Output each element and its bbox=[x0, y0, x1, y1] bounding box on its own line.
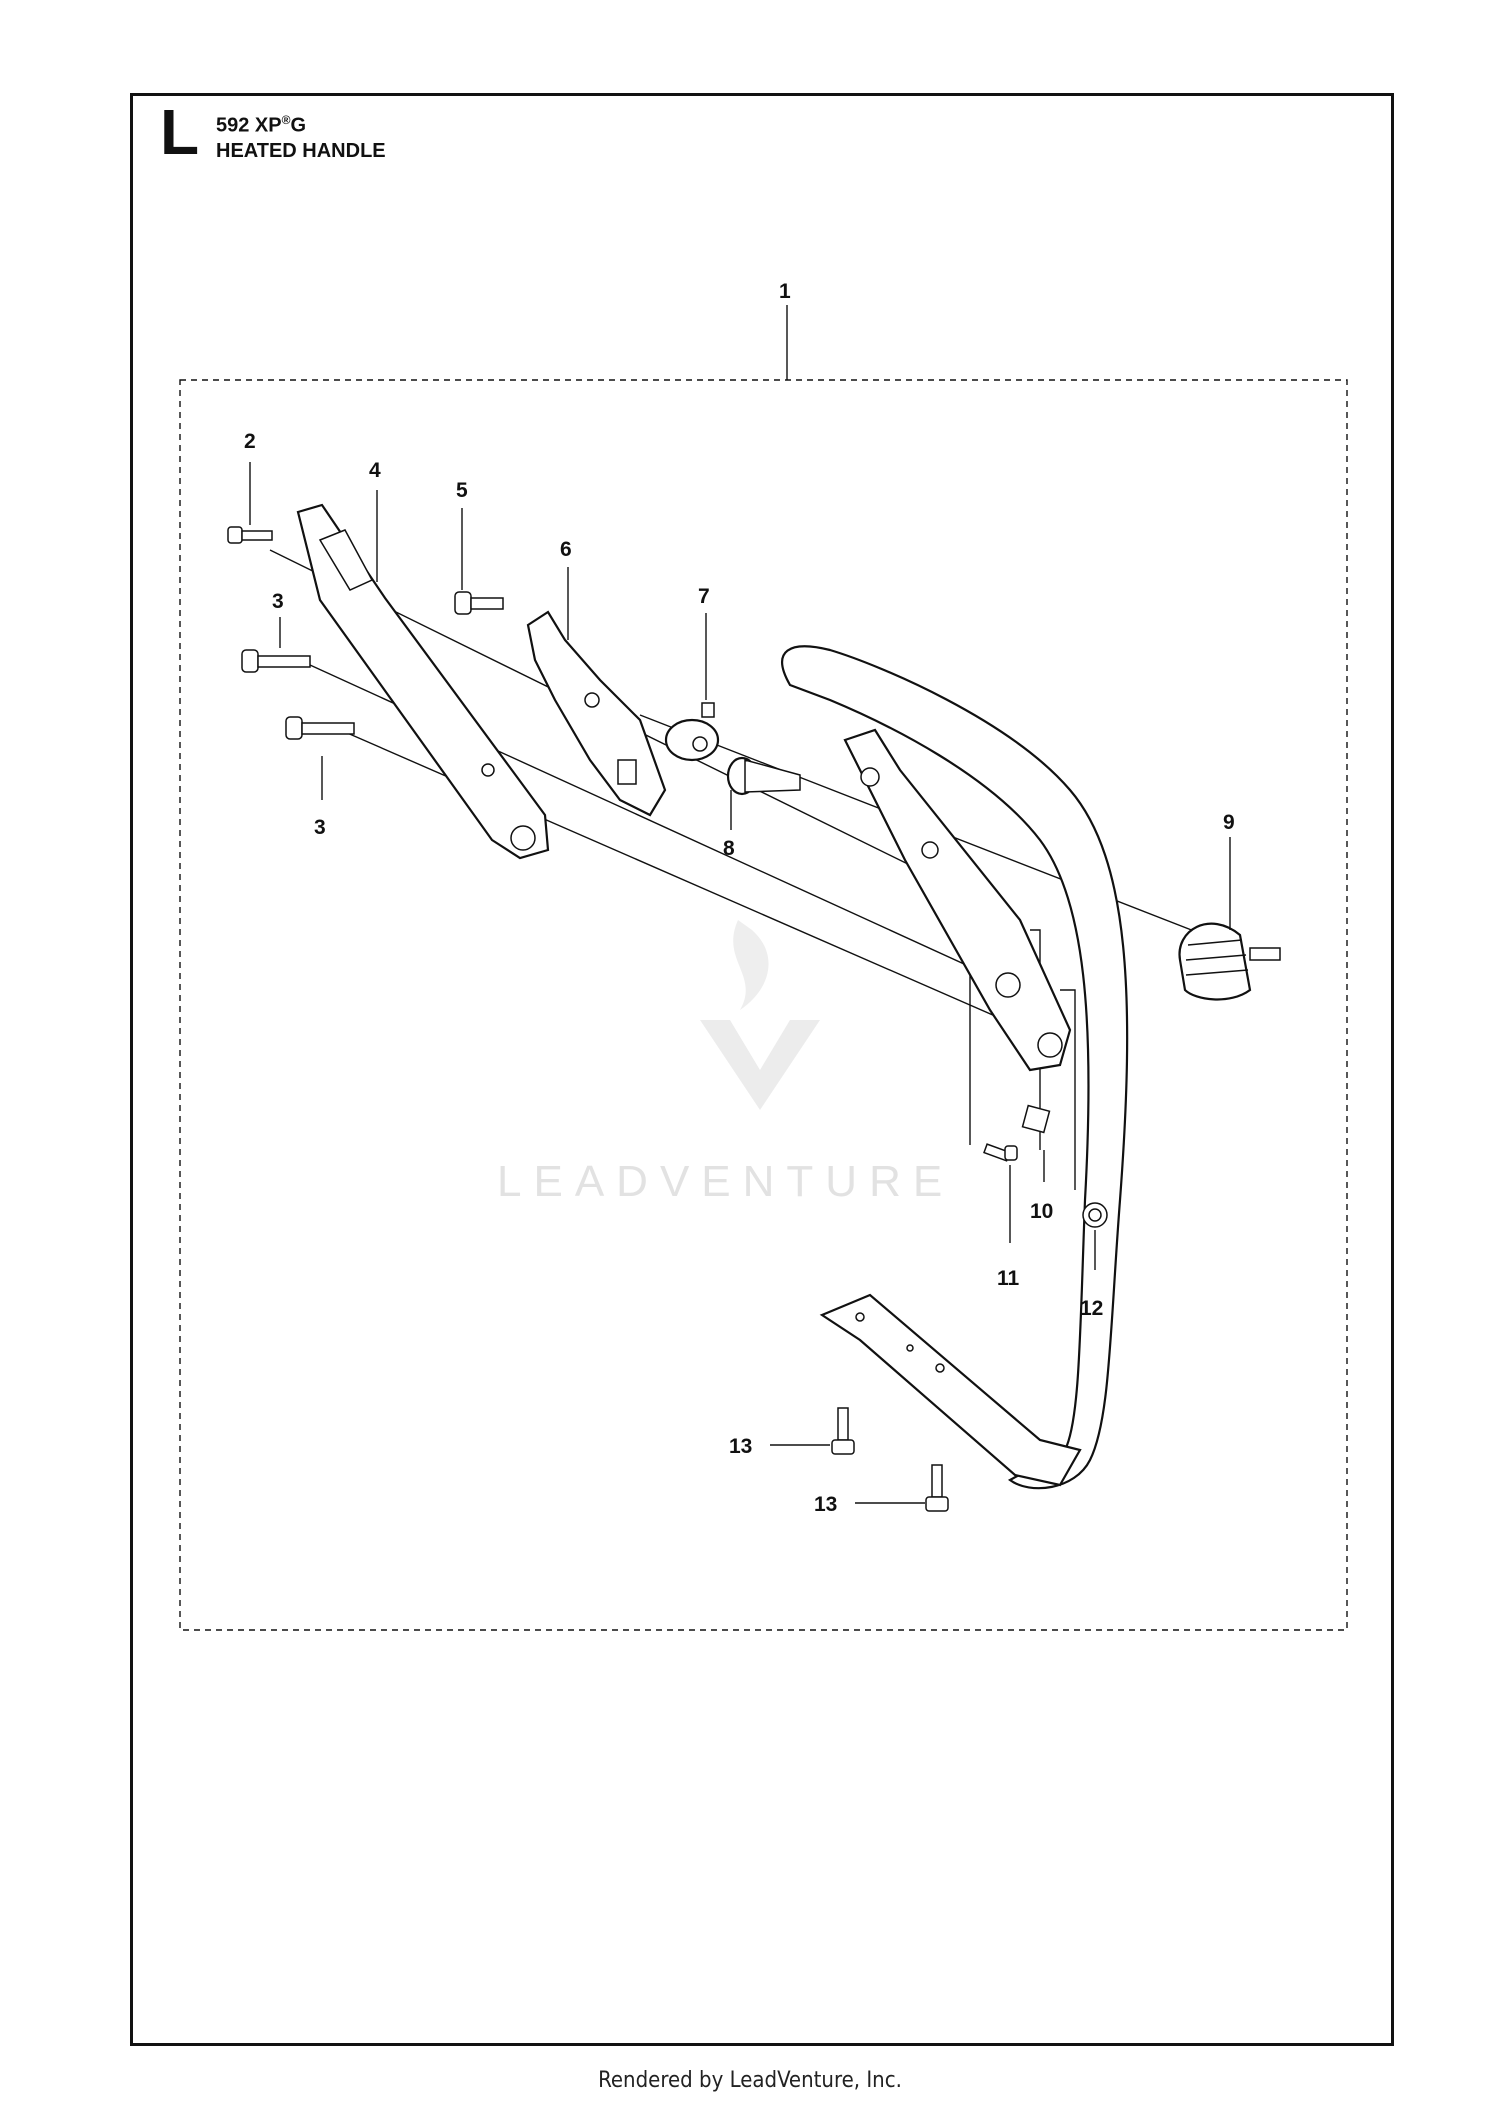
section-letter: L bbox=[160, 96, 200, 168]
footer-credit: Rendered by LeadVenture, Inc. bbox=[598, 2068, 902, 2093]
callout-8: 8 bbox=[723, 837, 735, 860]
part-1-front-handle bbox=[781, 645, 1129, 1490]
part-9-spring bbox=[1178, 922, 1281, 1001]
callout-13-lower: 13 bbox=[814, 1493, 837, 1516]
part-1-lower-plate bbox=[819, 1293, 1082, 1487]
callout-3-upper: 3 bbox=[272, 590, 284, 613]
watermark: LEADVENTURE bbox=[497, 920, 954, 1206]
callout-1: 1 bbox=[779, 280, 791, 303]
callout-11: 11 bbox=[997, 1267, 1020, 1290]
part-12-plug bbox=[1082, 1202, 1108, 1228]
callout-5: 5 bbox=[456, 479, 468, 502]
callouts: 1 2 3 3 4 5 6 7 8 9 10 11 12 13 13 bbox=[244, 280, 1235, 1516]
part-10-nut bbox=[1021, 1104, 1051, 1134]
part-8-sleeve bbox=[726, 756, 801, 796]
callout-9: 9 bbox=[1223, 811, 1235, 834]
model-suffix: G bbox=[290, 114, 307, 137]
callout-10: 10 bbox=[1030, 1200, 1053, 1223]
part-7-switch bbox=[664, 702, 720, 762]
part-3-screw-upper bbox=[241, 649, 311, 673]
part-13-screw-b bbox=[925, 1464, 949, 1512]
part-13-screw-a bbox=[831, 1407, 855, 1455]
registered-mark: ® bbox=[281, 113, 291, 127]
callout-12: 12 bbox=[1080, 1297, 1103, 1320]
part-2-screw bbox=[227, 526, 273, 544]
part-3-screw-lower bbox=[285, 716, 355, 740]
callout-7: 7 bbox=[698, 585, 710, 608]
callout-2: 2 bbox=[244, 430, 256, 453]
assembly-title: HEATED HANDLE bbox=[216, 140, 386, 162]
callout-leaders bbox=[249, 305, 1231, 1504]
callout-6: 6 bbox=[560, 538, 572, 561]
page-frame bbox=[130, 93, 1394, 2046]
model-name: 592 XP bbox=[216, 114, 282, 137]
assembly-boundary bbox=[179, 379, 1348, 1631]
part-5-screw bbox=[454, 591, 504, 615]
part-11-screw bbox=[983, 1143, 1018, 1162]
watermark-text: LEADVENTURE bbox=[497, 1157, 954, 1206]
part-4-handle-bracket bbox=[296, 503, 550, 860]
callout-13-upper: 13 bbox=[729, 1435, 752, 1458]
callout-4: 4 bbox=[369, 459, 381, 482]
model-title: 592 XP®G bbox=[216, 113, 306, 138]
part-6-switch-bracket bbox=[526, 610, 667, 817]
callout-3-lower: 3 bbox=[314, 816, 326, 839]
